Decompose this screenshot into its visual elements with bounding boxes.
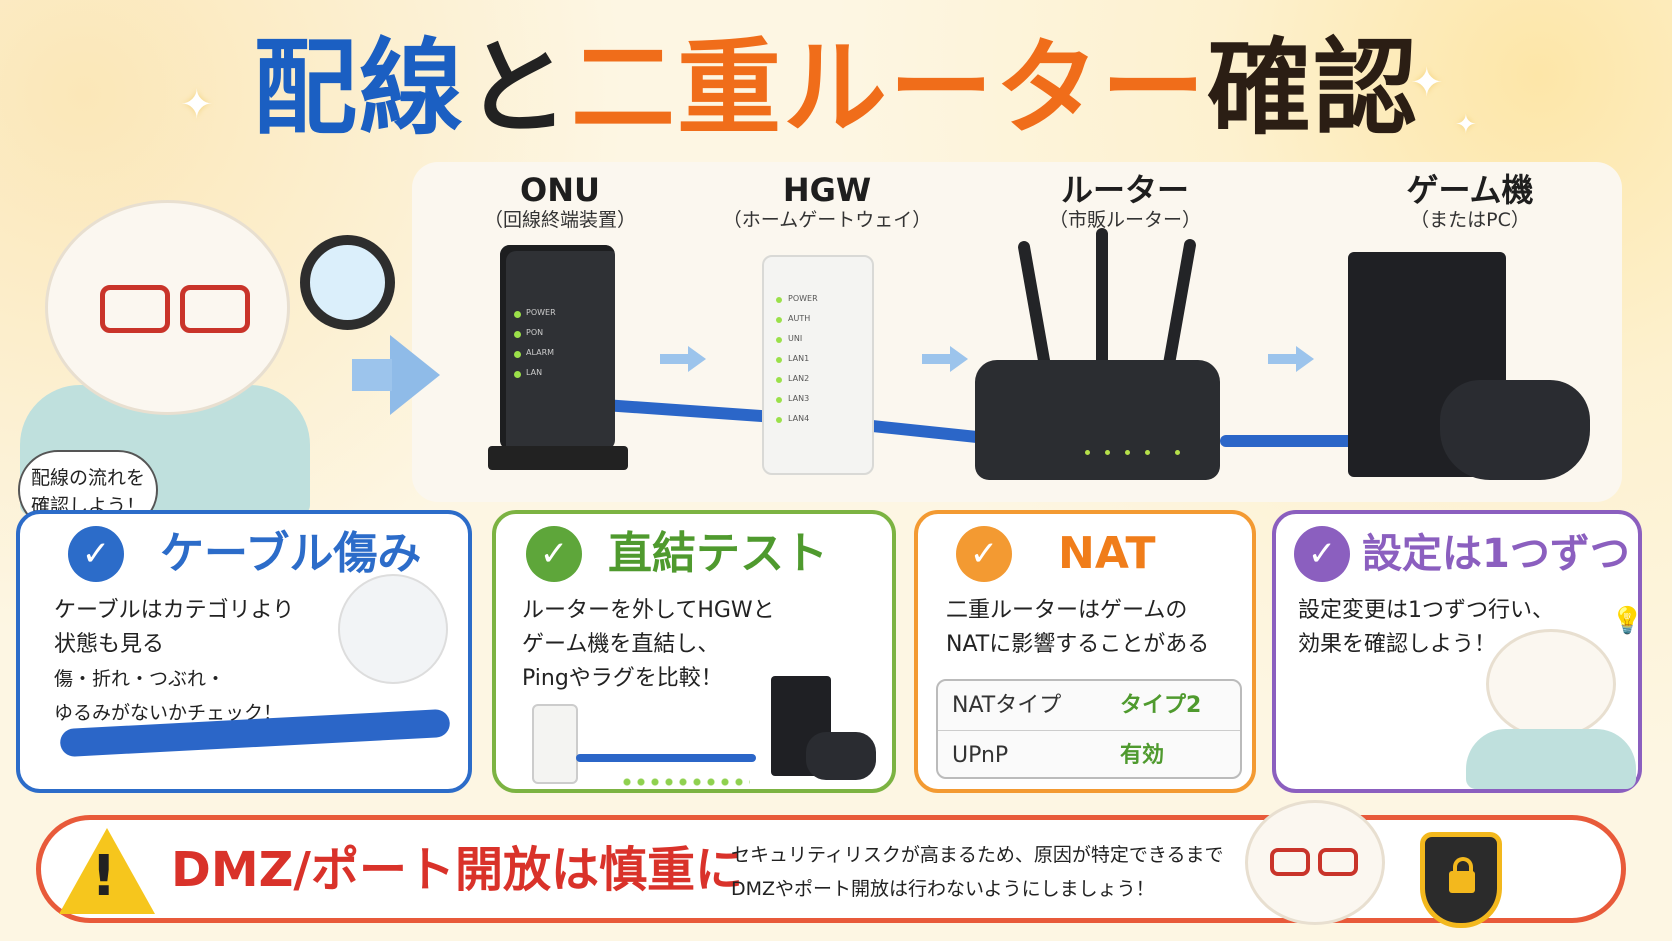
- device-router-label: ルーター （市販ルーター）: [1030, 172, 1220, 232]
- flow-arrow-icon: [660, 346, 708, 372]
- sparkle-icon: ✦: [180, 82, 214, 128]
- dmz-warning-banner: ! DMZ/ポート開放は慎重に セキュリティリスクが高まるため、原因が特定できる…: [36, 815, 1626, 923]
- card-cable-damage: ✓ ケーブル傷み ケーブルはカテゴリより 状態も見る 傷・折れ・つぶれ・ ゆるみ…: [16, 510, 472, 793]
- device-name: ゲーム機: [1406, 171, 1534, 209]
- cat-suit: [1466, 729, 1636, 789]
- glasses-icon: [1318, 848, 1358, 876]
- nat-key: NATタイプ: [952, 693, 1062, 718]
- glasses-icon: [1270, 848, 1310, 876]
- card-line: 二重ルーターはゲームの: [946, 598, 1188, 623]
- cat-mascot-icon: [1486, 629, 1616, 739]
- card-text: 二重ルーターはゲームの NATに影響することがある: [946, 594, 1209, 662]
- title-part-check: 確認: [1207, 27, 1420, 149]
- led-label: PON: [526, 328, 544, 337]
- led-label: POWER: [788, 294, 818, 303]
- glasses-icon: [180, 285, 250, 333]
- dmz-title: DMZ/ポート開放は慎重に: [171, 842, 743, 898]
- card-line: 傷・折れ・つぶれ・: [54, 668, 226, 690]
- nat-value: 有効: [1120, 743, 1165, 768]
- led-label: LAN4: [788, 414, 810, 423]
- card-title: NAT: [1058, 528, 1156, 579]
- device-subtitle: （またはPC）: [1410, 209, 1530, 231]
- sparkle-icon: ✦: [1410, 60, 1444, 106]
- cat-mascot-icon: [1245, 800, 1385, 925]
- antenna-icon: [1096, 228, 1108, 378]
- device-subtitle: （回線終端装置）: [483, 209, 636, 231]
- led-label: ALARM: [526, 348, 555, 357]
- card-text: ケーブルはカテゴリより 状態も見る 傷・折れ・つぶれ・ ゆるみがないかチェック！: [54, 594, 294, 730]
- card-text: ルーターを外してHGWと ゲーム機を直結し、 Pingやラグを比較！: [522, 594, 775, 696]
- dmz-description: セキュリティリスクが高まるため、原因が特定できるまで DMZやポート開放は行わな…: [731, 838, 1223, 906]
- flow-arrow-icon: [922, 346, 970, 372]
- card-title: ケーブル傷み: [160, 528, 422, 579]
- dmz-line: DMZやポート開放は行わないようにしましょう！: [731, 878, 1155, 900]
- led-label: LAN2: [788, 374, 810, 383]
- check-icon: ✓: [526, 526, 582, 582]
- router-device-icon: [975, 360, 1220, 480]
- bubble-line: 配線の流れを: [30, 467, 145, 489]
- title-part-wiring: 配線: [252, 27, 465, 149]
- device-name: ONU: [520, 171, 600, 209]
- card-nat: ✓ NAT 二重ルーターはゲームの NATに影響することがある NATタイプ タ…: [914, 510, 1256, 793]
- glasses-icon: [100, 285, 170, 333]
- gamepad-icon: [806, 732, 876, 780]
- hgw-small-icon: [532, 704, 578, 784]
- rj45-plug-icon: [338, 574, 448, 684]
- dmz-line: セキュリティリスクが高まるため、原因が特定できるまで: [731, 844, 1224, 866]
- warning-icon: [59, 828, 155, 914]
- nat-key: UPnP: [952, 743, 1009, 768]
- card-one-setting-at-a-time: ✓ 設定は1つずつ 設定変更は1つずつ行い、 効果を確認しよう！ 💡: [1272, 510, 1644, 793]
- page-title: 配線と二重ルーター確認: [0, 28, 1672, 148]
- led-label: LAN3: [788, 394, 810, 403]
- led-label: POWER: [526, 308, 556, 317]
- card-line: ルーターを外してHGWと: [522, 598, 775, 623]
- lightbulb-icon: 💡: [1611, 606, 1644, 636]
- device-name: ルーター: [1060, 171, 1189, 209]
- card-line: Pingやラグを比較！: [522, 666, 723, 691]
- lan-cable: [576, 754, 756, 762]
- ping-dots: [620, 778, 750, 786]
- device-hgw-label: HGW （ホームゲートウェイ）: [722, 172, 932, 232]
- card-line: ゆるみがないかチェック！: [54, 702, 283, 724]
- card-line: ケーブルはカテゴリより: [54, 598, 295, 623]
- device-subtitle: （ホームゲートウェイ）: [722, 209, 932, 231]
- warning-mark: !: [91, 844, 117, 909]
- card-title: 直結テスト: [608, 528, 828, 579]
- card-line: ゲーム機を直結し、: [522, 632, 720, 657]
- led-label: LAN1: [788, 354, 810, 363]
- hgw-device-icon: POWER AUTH UNI LAN1 LAN2 LAN3 LAN4: [762, 255, 874, 475]
- card-line: 状態も見る: [54, 632, 165, 657]
- card-text: 設定変更は1つずつ行い、 効果を確認しよう！: [1298, 594, 1554, 662]
- device-onu-label: ONU （回線終端装置）: [470, 172, 650, 232]
- card-line: NATに影響することがある: [946, 632, 1210, 657]
- table-row: NATタイプ タイプ2: [938, 681, 1240, 731]
- card-direct-test: ✓ 直結テスト ルーターを外してHGWと ゲーム機を直結し、 Pingやラグを比…: [492, 510, 896, 793]
- table-row: UPnP 有効: [938, 731, 1240, 781]
- card-line: 設定変更は1つずつ行い、: [1298, 598, 1554, 623]
- card-title: 設定は1つずつ: [1362, 531, 1630, 577]
- nat-value: タイプ2: [1120, 693, 1202, 718]
- title-part-double-router: 二重ルーター: [571, 27, 1208, 149]
- led-label: UNI: [788, 334, 803, 343]
- flow-arrow-icon: [352, 335, 440, 415]
- check-icon: ✓: [1294, 526, 1350, 582]
- device-console-label: ゲーム機 （またはPC）: [1375, 172, 1565, 232]
- nat-status-table: NATタイプ タイプ2 UPnP 有効: [936, 679, 1242, 779]
- led-label: AUTH: [788, 314, 811, 323]
- card-line: 効果を確認しよう！: [1298, 632, 1497, 657]
- shield-lock-icon: [1420, 832, 1502, 928]
- sparkle-icon: ✦: [1455, 110, 1477, 140]
- check-icon: ✓: [68, 526, 124, 582]
- gamepad-icon: [1440, 380, 1590, 480]
- onu-device-icon: POWER PON ALARM LAN: [500, 245, 615, 450]
- flow-arrow-icon: [1268, 346, 1316, 372]
- led-label: LAN: [526, 368, 543, 377]
- onu-stand: [488, 446, 628, 470]
- device-subtitle: （市販ルーター）: [1048, 209, 1201, 231]
- check-icon: ✓: [956, 526, 1012, 582]
- device-name: HGW: [782, 171, 872, 209]
- title-part-and: と: [464, 27, 571, 149]
- lan-cable: [1220, 435, 1360, 447]
- magnifier-icon: [300, 235, 395, 330]
